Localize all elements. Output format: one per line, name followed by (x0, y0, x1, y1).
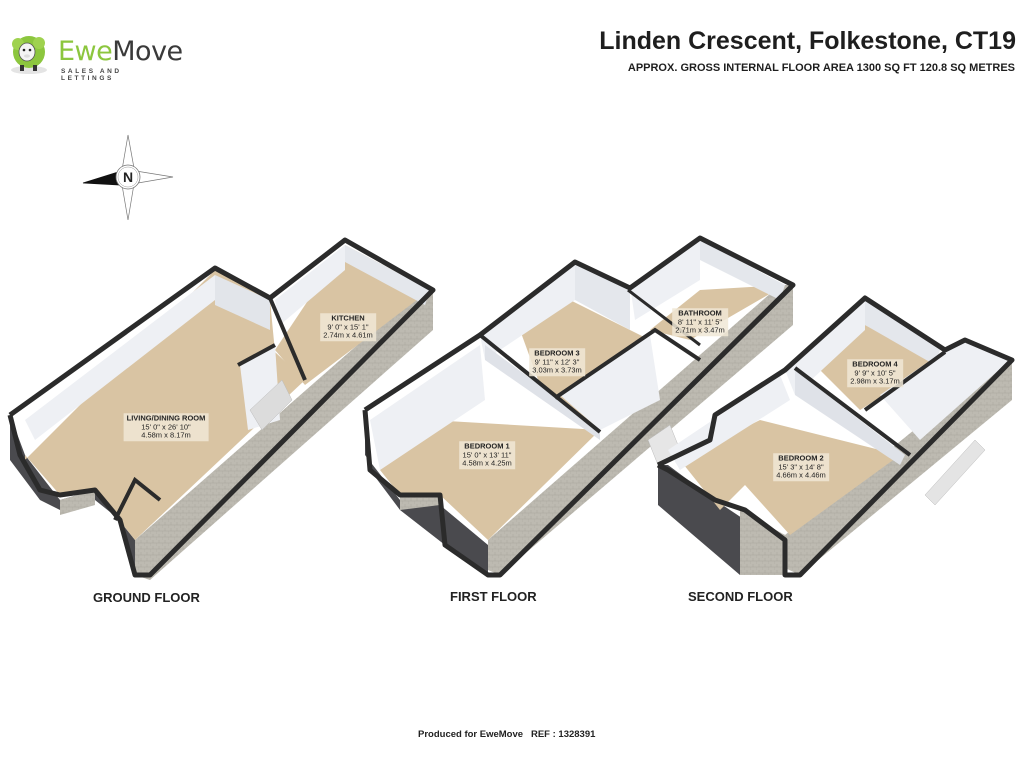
first-floor-plan (362, 235, 796, 578)
room-label-bathroom: BATHROOM 8' 11" x 11' 5" 2.71m x 3.47m (672, 308, 728, 336)
room-metric: 3.03m x 3.73m (532, 365, 582, 375)
room-label-bedroom-4: BEDROOM 4 9' 9" x 10' 5" 2.98m x 3.17m (847, 359, 903, 387)
room-imperial: 8' 11" x 11' 5" (677, 316, 723, 326)
logo-wordmark: EweMove (58, 36, 183, 67)
second-floor-plan (656, 295, 1015, 578)
footer-reference: Produced for EweMove REF : 1328391 (418, 729, 596, 740)
ewemove-logo: EweMove SALES AND LETTINGS (6, 30, 183, 82)
compass-letter: N (123, 169, 133, 185)
logo-tagline: SALES AND LETTINGS (61, 68, 122, 82)
floor-label-ground: GROUND FLOOR (93, 590, 200, 605)
floor-area-subtitle: APPROX. GROSS INTERNAL FLOOR AREA 1300 S… (627, 62, 1015, 74)
ground-floor-plan (7, 237, 436, 580)
room-name: KITCHEN (331, 313, 365, 323)
property-title: Linden Crescent, Folkestone, CT19 (599, 27, 1016, 55)
room-label-kitchen: KITCHEN 9' 0" x 15' 1" 2.74m x 4.61m (320, 313, 376, 341)
room-metric: 4.58m x 8.17m (141, 430, 191, 440)
room-label-bedroom-3: BEDROOM 3 9' 11" x 12' 3" 3.03m x 3.73m (529, 348, 585, 376)
room-metric: 4.66m x 4.46m (776, 470, 826, 480)
floor-label-second: SECOND FLOOR (688, 589, 793, 604)
room-name: BEDROOM 2 (778, 453, 824, 463)
room-name: BEDROOM 4 (852, 359, 898, 369)
room-name: BEDROOM 3 (534, 348, 580, 358)
sheep-mascot-icon (11, 36, 47, 74)
floor-label-first: FIRST FLOOR (450, 589, 537, 604)
room-imperial: 15' 0" x 13' 11" (462, 449, 512, 459)
room-label-bedroom-2: BEDROOM 2 15' 3" x 14' 8" 4.66m x 4.46m (773, 453, 829, 481)
room-metric: 2.98m x 3.17m (850, 376, 900, 386)
room-label-bedroom-1: BEDROOM 1 15' 0" x 13' 11" 4.58m x 4.25m (459, 441, 515, 469)
room-imperial: 9' 9" x 10' 5" (854, 367, 896, 377)
room-name: BATHROOM (678, 308, 722, 318)
room-metric: 2.71m x 3.47m (675, 325, 725, 335)
logo-ewe: Ewe (58, 36, 113, 67)
room-name: BEDROOM 1 (464, 441, 510, 451)
room-metric: 2.74m x 4.61m (323, 330, 373, 340)
logo-move: Move (112, 36, 183, 67)
room-imperial: 15' 3" x 14' 8" (778, 461, 824, 471)
room-name: LIVING/DINING ROOM (126, 413, 206, 423)
room-imperial: 9' 11" x 12' 3" (534, 356, 580, 366)
room-metric: 4.58m x 4.25m (462, 458, 512, 468)
compass-north-icon: N (82, 134, 174, 221)
room-imperial: 15' 0" x 26' 10" (141, 421, 191, 431)
room-imperial: 9' 0" x 15' 1" (327, 321, 369, 331)
room-label-living-dining: LIVING/DINING ROOM 15' 0" x 26' 10" 4.58… (123, 413, 209, 441)
